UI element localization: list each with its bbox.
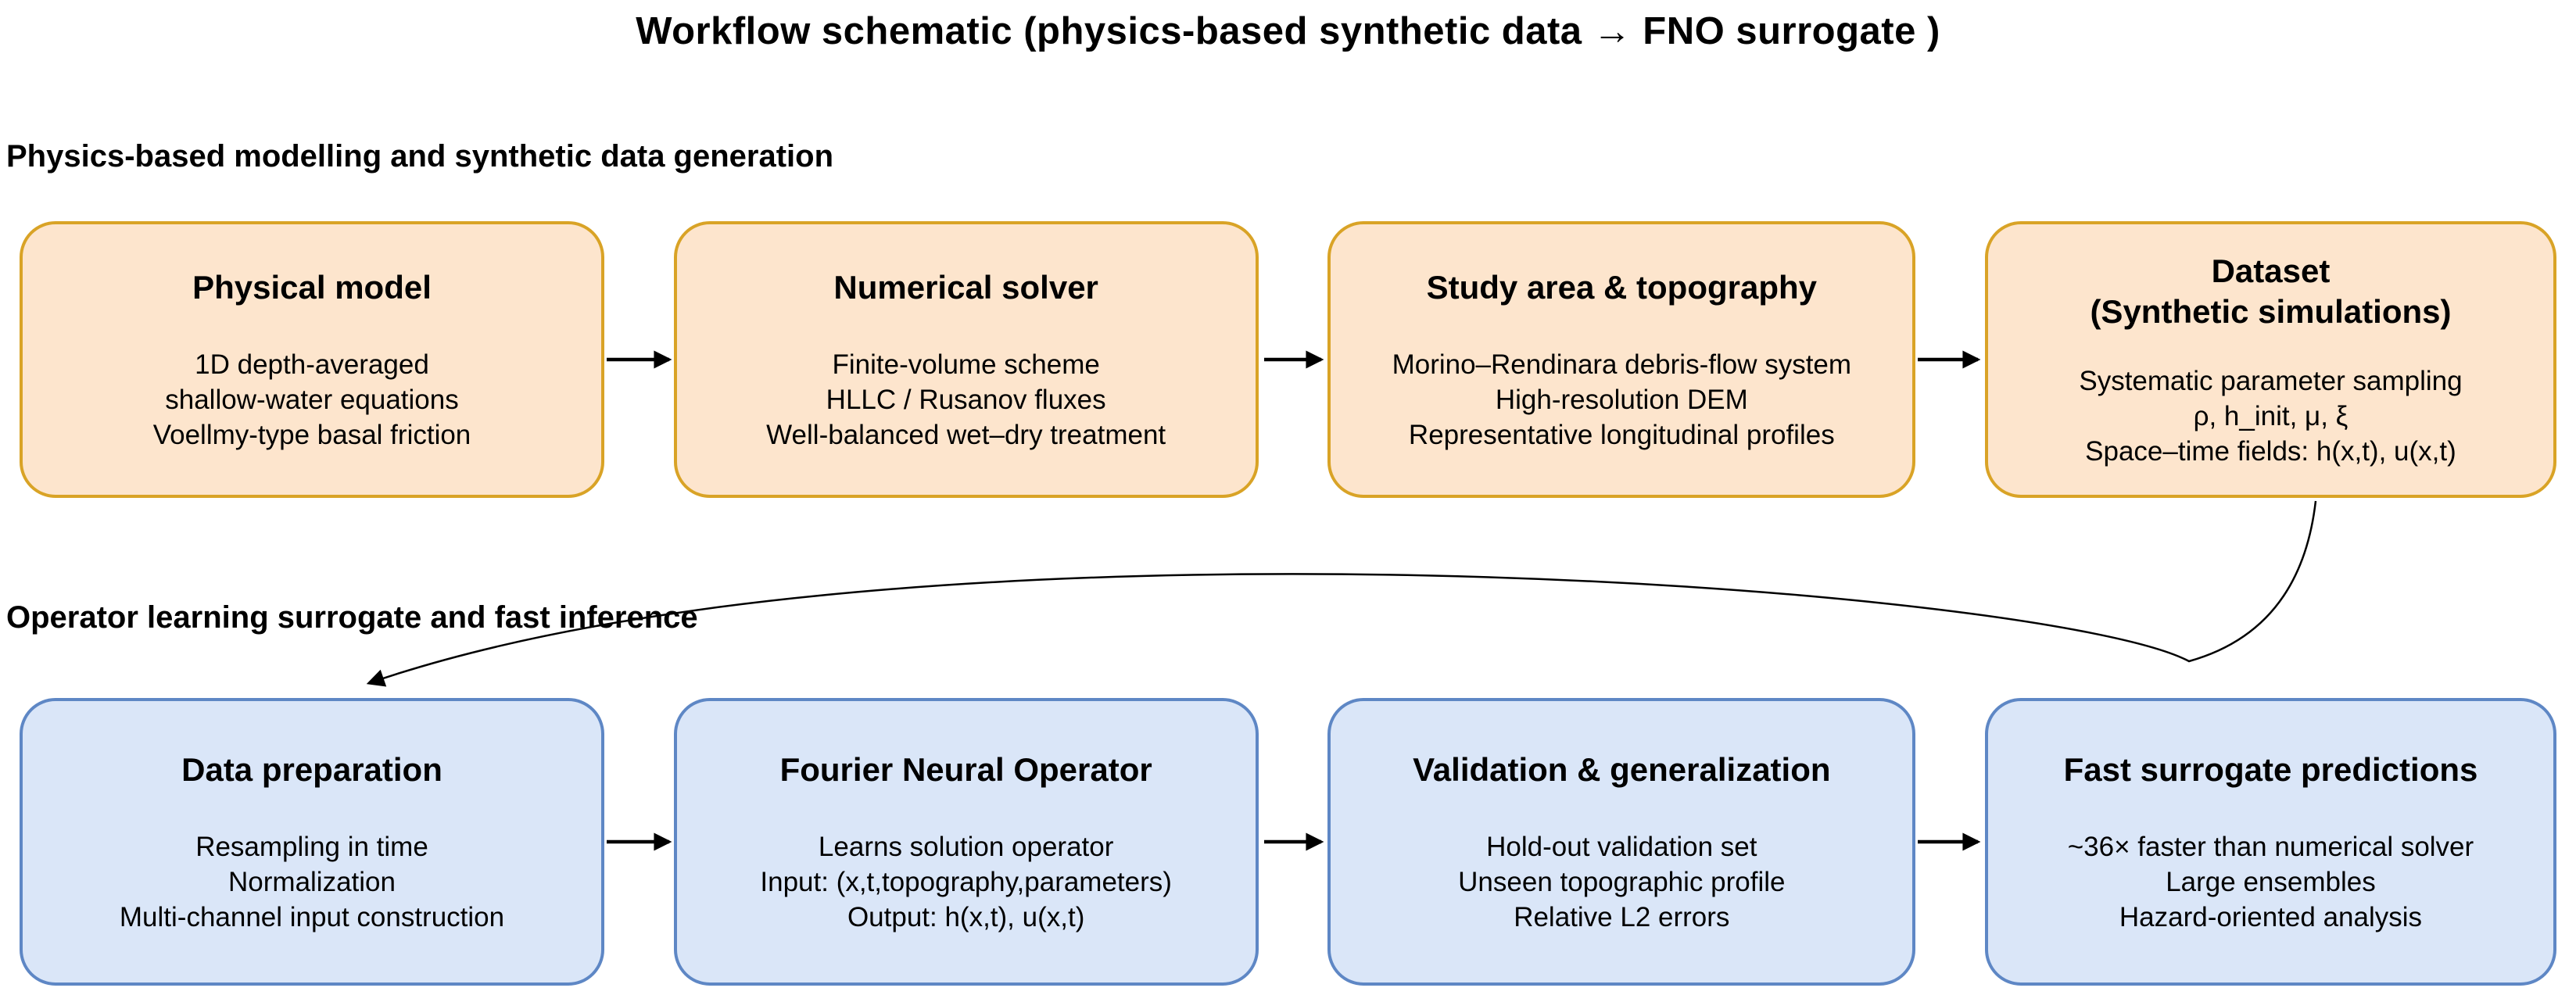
box-body: Morino–Rendinara debris-flow system High… — [1392, 347, 1851, 453]
box-line: Input: (x,t,topography,parameters) — [760, 866, 1172, 897]
box-line: Multi-channel input construction — [119, 901, 505, 932]
box-title: Numerical solver — [833, 268, 1098, 306]
operator-row: Data preparation Resampling in time Norm… — [20, 698, 2556, 986]
box-line: Hazard-oriented analysis — [2119, 901, 2423, 932]
box-title: Fast surrogate predictions — [2063, 750, 2478, 788]
box-body: Hold-out validation set Unseen topograph… — [1458, 829, 1785, 935]
study-area-box: Study area & topography Morino–Rendinara… — [1327, 221, 1916, 498]
box-line: Normalization — [228, 866, 396, 897]
box-line: ρ, h_init, μ, ξ — [2193, 400, 2348, 431]
box-line: Resampling in time — [195, 831, 428, 862]
box-body: ~36× faster than numerical solver Large … — [2068, 829, 2474, 935]
box-line: High-resolution DEM — [1495, 384, 1748, 415]
arrow-dataset-to-dataprep-curved — [366, 500, 2317, 687]
box-body: Finite-volume scheme HLLC / Rusanov flux… — [766, 347, 1166, 453]
box-line: Unseen topographic profile — [1458, 866, 1786, 897]
page-title: Workflow schematic (physics-based synthe… — [636, 10, 1940, 52]
box-subtitle: (Synthetic simulations) — [2090, 292, 2452, 330]
box-title: Data preparation — [181, 750, 442, 788]
box-line: Relative L2 errors — [1514, 901, 1730, 932]
box-line: Space–time fields: h(x,t), u(x,t) — [2085, 435, 2456, 467]
box-line: ~36× faster than numerical solver — [2067, 831, 2474, 862]
fast-surrogate-predictions-box: Fast surrogate predictions ~36× faster t… — [1984, 698, 2556, 986]
numerical-solver-box: Numerical solver Finite-volume scheme HL… — [673, 221, 1259, 498]
box-line: Representative longitudinal profiles — [1408, 419, 1835, 450]
box-title: Study area & topography — [1426, 268, 1818, 306]
box-line: shallow-water equations — [165, 384, 459, 415]
box-title: Dataset — [2211, 252, 2331, 289]
box-line: Finite-volume scheme — [832, 349, 1100, 380]
section-heading-physics: Physics-based modelling and synthetic da… — [6, 139, 834, 174]
box-line: Voellmy-type basal friction — [152, 419, 471, 450]
box-line: Learns solution operator — [818, 831, 1114, 862]
box-title: Fourier Neural Operator — [779, 750, 1152, 788]
dataset-box: Dataset (Synthetic simulations) Systemat… — [1984, 221, 2556, 498]
box-body: Systematic parameter sampling ρ, h_init,… — [2079, 363, 2462, 469]
section-heading-operator: Operator learning surrogate and fast inf… — [6, 600, 698, 635]
box-body: Learns solution operator Input: (x,t,top… — [760, 829, 1172, 935]
box-title: Validation & generalization — [1413, 750, 1831, 788]
box-body: Resampling in time Normalization Multi-c… — [120, 829, 504, 935]
fourier-neural-operator-box: Fourier Neural Operator Learns solution … — [673, 698, 1259, 986]
physical-model-box: Physical model 1D depth-averaged shallow… — [20, 221, 604, 498]
box-title: Physical model — [192, 268, 432, 306]
box-line: Hold-out validation set — [1486, 831, 1757, 862]
box-line: Large ensembles — [2166, 866, 2376, 897]
box-title-group: Dataset (Synthetic simulations) — [2090, 251, 2451, 332]
box-line: Morino–Rendinara debris-flow system — [1392, 349, 1852, 380]
box-line: 1D depth-averaged — [195, 349, 429, 380]
box-line: HLLC / Rusanov fluxes — [826, 384, 1106, 415]
box-body: 1D depth-averaged shallow-water equation… — [153, 347, 471, 453]
box-line: Systematic parameter sampling — [2079, 365, 2463, 396]
physics-row: Physical model 1D depth-averaged shallow… — [20, 221, 2556, 498]
data-preparation-box: Data preparation Resampling in time Norm… — [20, 698, 604, 986]
validation-generalization-box: Validation & generalization Hold-out val… — [1327, 698, 1916, 986]
box-line: Output: h(x,t), u(x,t) — [847, 901, 1085, 932]
box-line: Well-balanced wet–dry treatment — [766, 419, 1166, 450]
